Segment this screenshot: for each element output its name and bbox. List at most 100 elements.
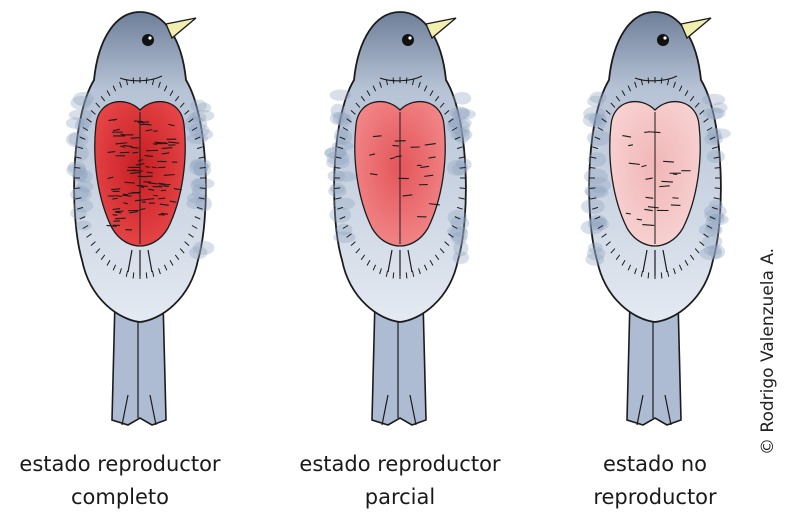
feather-tuft — [583, 113, 602, 128]
caption-line: estado no — [535, 448, 775, 481]
bird-illustration — [280, 0, 520, 440]
patch-mark — [153, 131, 157, 132]
feather-tuft — [588, 242, 603, 254]
beak — [681, 18, 711, 38]
bristle — [715, 188, 721, 189]
bristle — [74, 188, 80, 189]
feather-tuft — [336, 224, 353, 236]
bristle — [460, 167, 466, 168]
feather-tuft — [189, 123, 210, 137]
feather-tuft — [705, 216, 720, 231]
feather-tuft — [330, 112, 345, 125]
patch-mark — [159, 185, 171, 186]
feather-tuft — [707, 128, 722, 142]
caption-complete: estado reproductor completo — [0, 448, 240, 514]
feather-tuft — [334, 128, 348, 144]
patch-mark — [115, 211, 123, 212]
feather-tuft — [75, 119, 89, 133]
eye-highlight — [663, 36, 666, 39]
bristle — [334, 167, 340, 168]
caption-line: completo — [0, 481, 240, 514]
feather-tuft — [192, 178, 214, 189]
bristle — [393, 272, 394, 278]
bird-illustration — [20, 0, 260, 440]
feather-tuft — [588, 152, 607, 166]
patch-mark — [162, 148, 173, 149]
feather-tuft — [73, 92, 94, 106]
feather-tuft — [333, 198, 355, 210]
patch-mark — [113, 221, 120, 222]
bristle — [200, 167, 206, 168]
bristle — [589, 188, 595, 189]
patch-mark — [131, 147, 139, 148]
bird-complete-brood-patch — [20, 0, 260, 440]
feather-tuft — [453, 240, 468, 256]
bristle — [589, 167, 595, 168]
feather-tuft — [74, 145, 89, 161]
eye-highlight — [408, 36, 411, 39]
feather-tuft — [76, 220, 92, 230]
feather-tuft — [584, 168, 608, 184]
feather-tuft — [707, 150, 725, 163]
patch-mark — [153, 195, 158, 196]
caption-partial: estado reproductor parcial — [280, 448, 520, 514]
eye — [657, 34, 669, 46]
patch-mark — [115, 218, 126, 219]
patch-mark — [161, 213, 168, 214]
beak — [166, 18, 196, 38]
bird-non-breeding — [535, 0, 775, 440]
patch-mark — [644, 132, 649, 133]
caption-non-breeding: estado no reproductor — [535, 448, 775, 514]
bristle — [661, 272, 662, 278]
bristle — [715, 167, 721, 168]
feather-tuft — [453, 92, 472, 105]
eye — [142, 34, 154, 46]
bristle — [146, 272, 147, 278]
patch-mark — [663, 161, 674, 162]
bristle — [133, 272, 134, 278]
patch-mark — [373, 136, 382, 137]
caption-line: estado reproductor — [0, 448, 240, 481]
feather-tuft — [702, 94, 725, 106]
patch-mark — [637, 219, 642, 220]
bristle — [648, 272, 649, 278]
feather-tuft — [590, 92, 607, 104]
eye — [402, 34, 414, 46]
feather-tuft — [581, 199, 605, 214]
caption-line: parcial — [280, 481, 520, 514]
credit-text: © Rodrigo Valenzuela A. — [755, 195, 781, 455]
feather-tuft — [74, 167, 88, 182]
feather-tuft — [187, 193, 205, 204]
feather-tuft — [585, 253, 604, 266]
patch-mark — [672, 198, 678, 199]
bristle — [406, 272, 407, 278]
feather-tuft — [330, 89, 351, 100]
feather-tuft — [587, 130, 611, 146]
caption-line: reproductor — [535, 481, 775, 514]
beak — [426, 18, 456, 38]
bird-illustration — [535, 0, 775, 440]
patch-mark — [132, 192, 139, 193]
patch-mark — [133, 152, 138, 153]
patch-mark — [393, 145, 399, 146]
feather-tuft — [196, 103, 211, 113]
feather-tuft — [704, 245, 722, 255]
patch-mark — [152, 167, 157, 168]
feather-tuft — [333, 171, 357, 182]
patch-mark — [123, 194, 128, 195]
patch-mark — [131, 138, 140, 139]
bird-partial-brood-patch — [280, 0, 520, 440]
eye-highlight — [148, 36, 151, 39]
patch-mark — [396, 156, 402, 157]
bristle — [200, 188, 206, 189]
bristle — [74, 167, 80, 168]
feather-tuft — [193, 241, 214, 255]
feather-tuft — [68, 133, 82, 145]
bristle — [334, 188, 340, 189]
patch-mark — [649, 132, 661, 133]
patch-mark — [164, 175, 175, 176]
caption-line: estado reproductor — [280, 448, 520, 481]
patch-mark — [153, 186, 163, 187]
bristle — [460, 188, 466, 189]
feather-tuft — [585, 187, 608, 199]
